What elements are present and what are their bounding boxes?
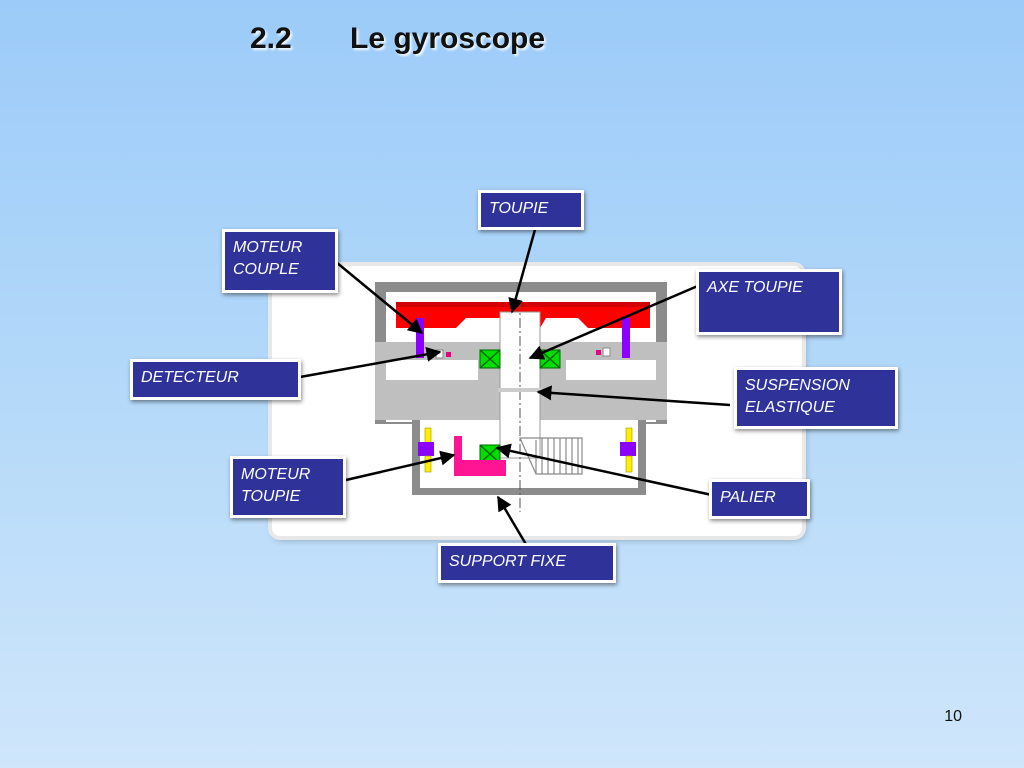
arrow-support-fixe [496, 495, 529, 547]
spin-motor [454, 436, 506, 476]
slide-title: 2.2 Le gyroscope [250, 22, 545, 56]
leader-arrows [299, 225, 731, 547]
spin-axis [498, 300, 542, 512]
label-suspension-elastique: SUSPENSION ELASTIQUE [734, 367, 898, 429]
arrow-axe-toupie [528, 283, 701, 360]
arrow-palier [495, 443, 713, 497]
label-detecteur: DETECTEUR [130, 359, 301, 400]
arrow-suspension-elastique [536, 385, 731, 407]
arrow-detecteur [299, 346, 442, 379]
label-axe-toupie: AXE TOUPIE [696, 269, 842, 335]
arrow-moteur-toupie [345, 450, 456, 482]
arrow-moteur-couple [335, 261, 424, 334]
label-moteur-couple: MOTEUR COUPLE [222, 229, 338, 293]
label-palier: PALIER [709, 479, 810, 519]
label-support-fixe: SUPPORT FIXE [438, 543, 616, 583]
title-text: Le gyroscope [350, 22, 546, 55]
page-number: 10 [944, 708, 962, 725]
title-number: 2.2 [250, 22, 292, 55]
label-toupie: TOUPIE [478, 190, 584, 230]
torque-motors [416, 318, 630, 358]
elastic-suspension-spring [519, 437, 583, 475]
arrow-toupie [508, 225, 538, 314]
base-magnets [418, 427, 636, 473]
label-moteur-toupie: MOTEUR TOUPIE [230, 456, 346, 518]
